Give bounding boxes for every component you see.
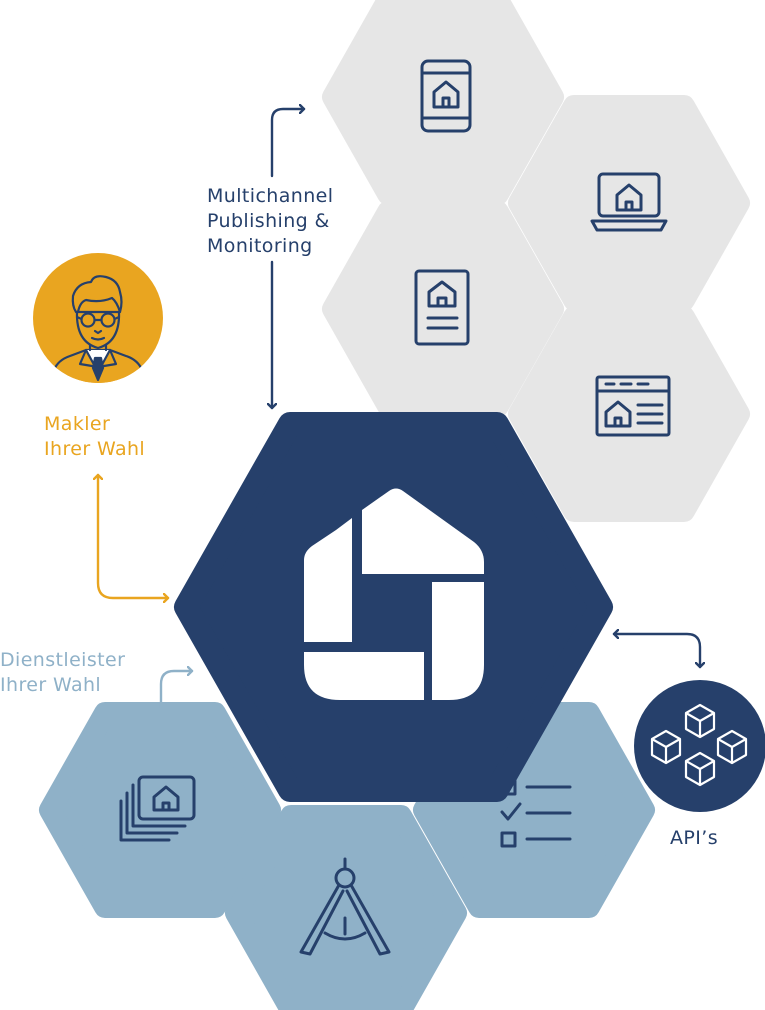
browser-house-icon: [595, 375, 671, 437]
channel-hex-browser: [508, 306, 750, 522]
api-arrow: [612, 634, 700, 669]
laptop-house-icon: [590, 172, 668, 232]
dienstleister-arrow: [159, 671, 194, 710]
makler-label-line-2: Ihrer Wahl: [44, 438, 146, 460]
api-circle: [634, 680, 765, 812]
photo-stack-icon: [119, 775, 196, 842]
dienstleister-label: Dienstleister Ihrer Wahl: [0, 648, 125, 698]
cubes-icon: [650, 703, 748, 787]
makler-arrow: [98, 473, 170, 598]
multichannel-label: Multichannel Publishing & Monitoring: [207, 184, 333, 259]
dienstleister-label-line-2: Ihrer Wahl: [0, 674, 102, 696]
document-house-icon: [414, 269, 470, 346]
multichannel-arrow: [272, 109, 306, 410]
apis-label: API’s: [670, 827, 718, 849]
multichannel-label-line-3: Monitoring: [207, 235, 313, 257]
service-hex-photos: [39, 702, 281, 918]
compass-icon: [299, 857, 391, 956]
house-logo-icon: [304, 488, 484, 700]
makler-label-line-1: Makler: [44, 413, 111, 435]
multichannel-label-line-1: Multichannel: [207, 185, 334, 207]
makler-label: Makler Ihrer Wahl: [44, 412, 145, 462]
dienstleister-label-line-1: Dienstleister: [0, 649, 126, 671]
service-hex-compass: [225, 805, 467, 1010]
agent-avatar: [33, 253, 163, 383]
central-hex: [174, 412, 613, 802]
mobile-house-icon: [420, 59, 472, 133]
channel-hex-document: [322, 201, 564, 417]
channel-hex-mobile: [322, 0, 564, 205]
multichannel-label-line-2: Publishing &: [207, 210, 330, 232]
channel-hex-laptop: [508, 95, 750, 311]
